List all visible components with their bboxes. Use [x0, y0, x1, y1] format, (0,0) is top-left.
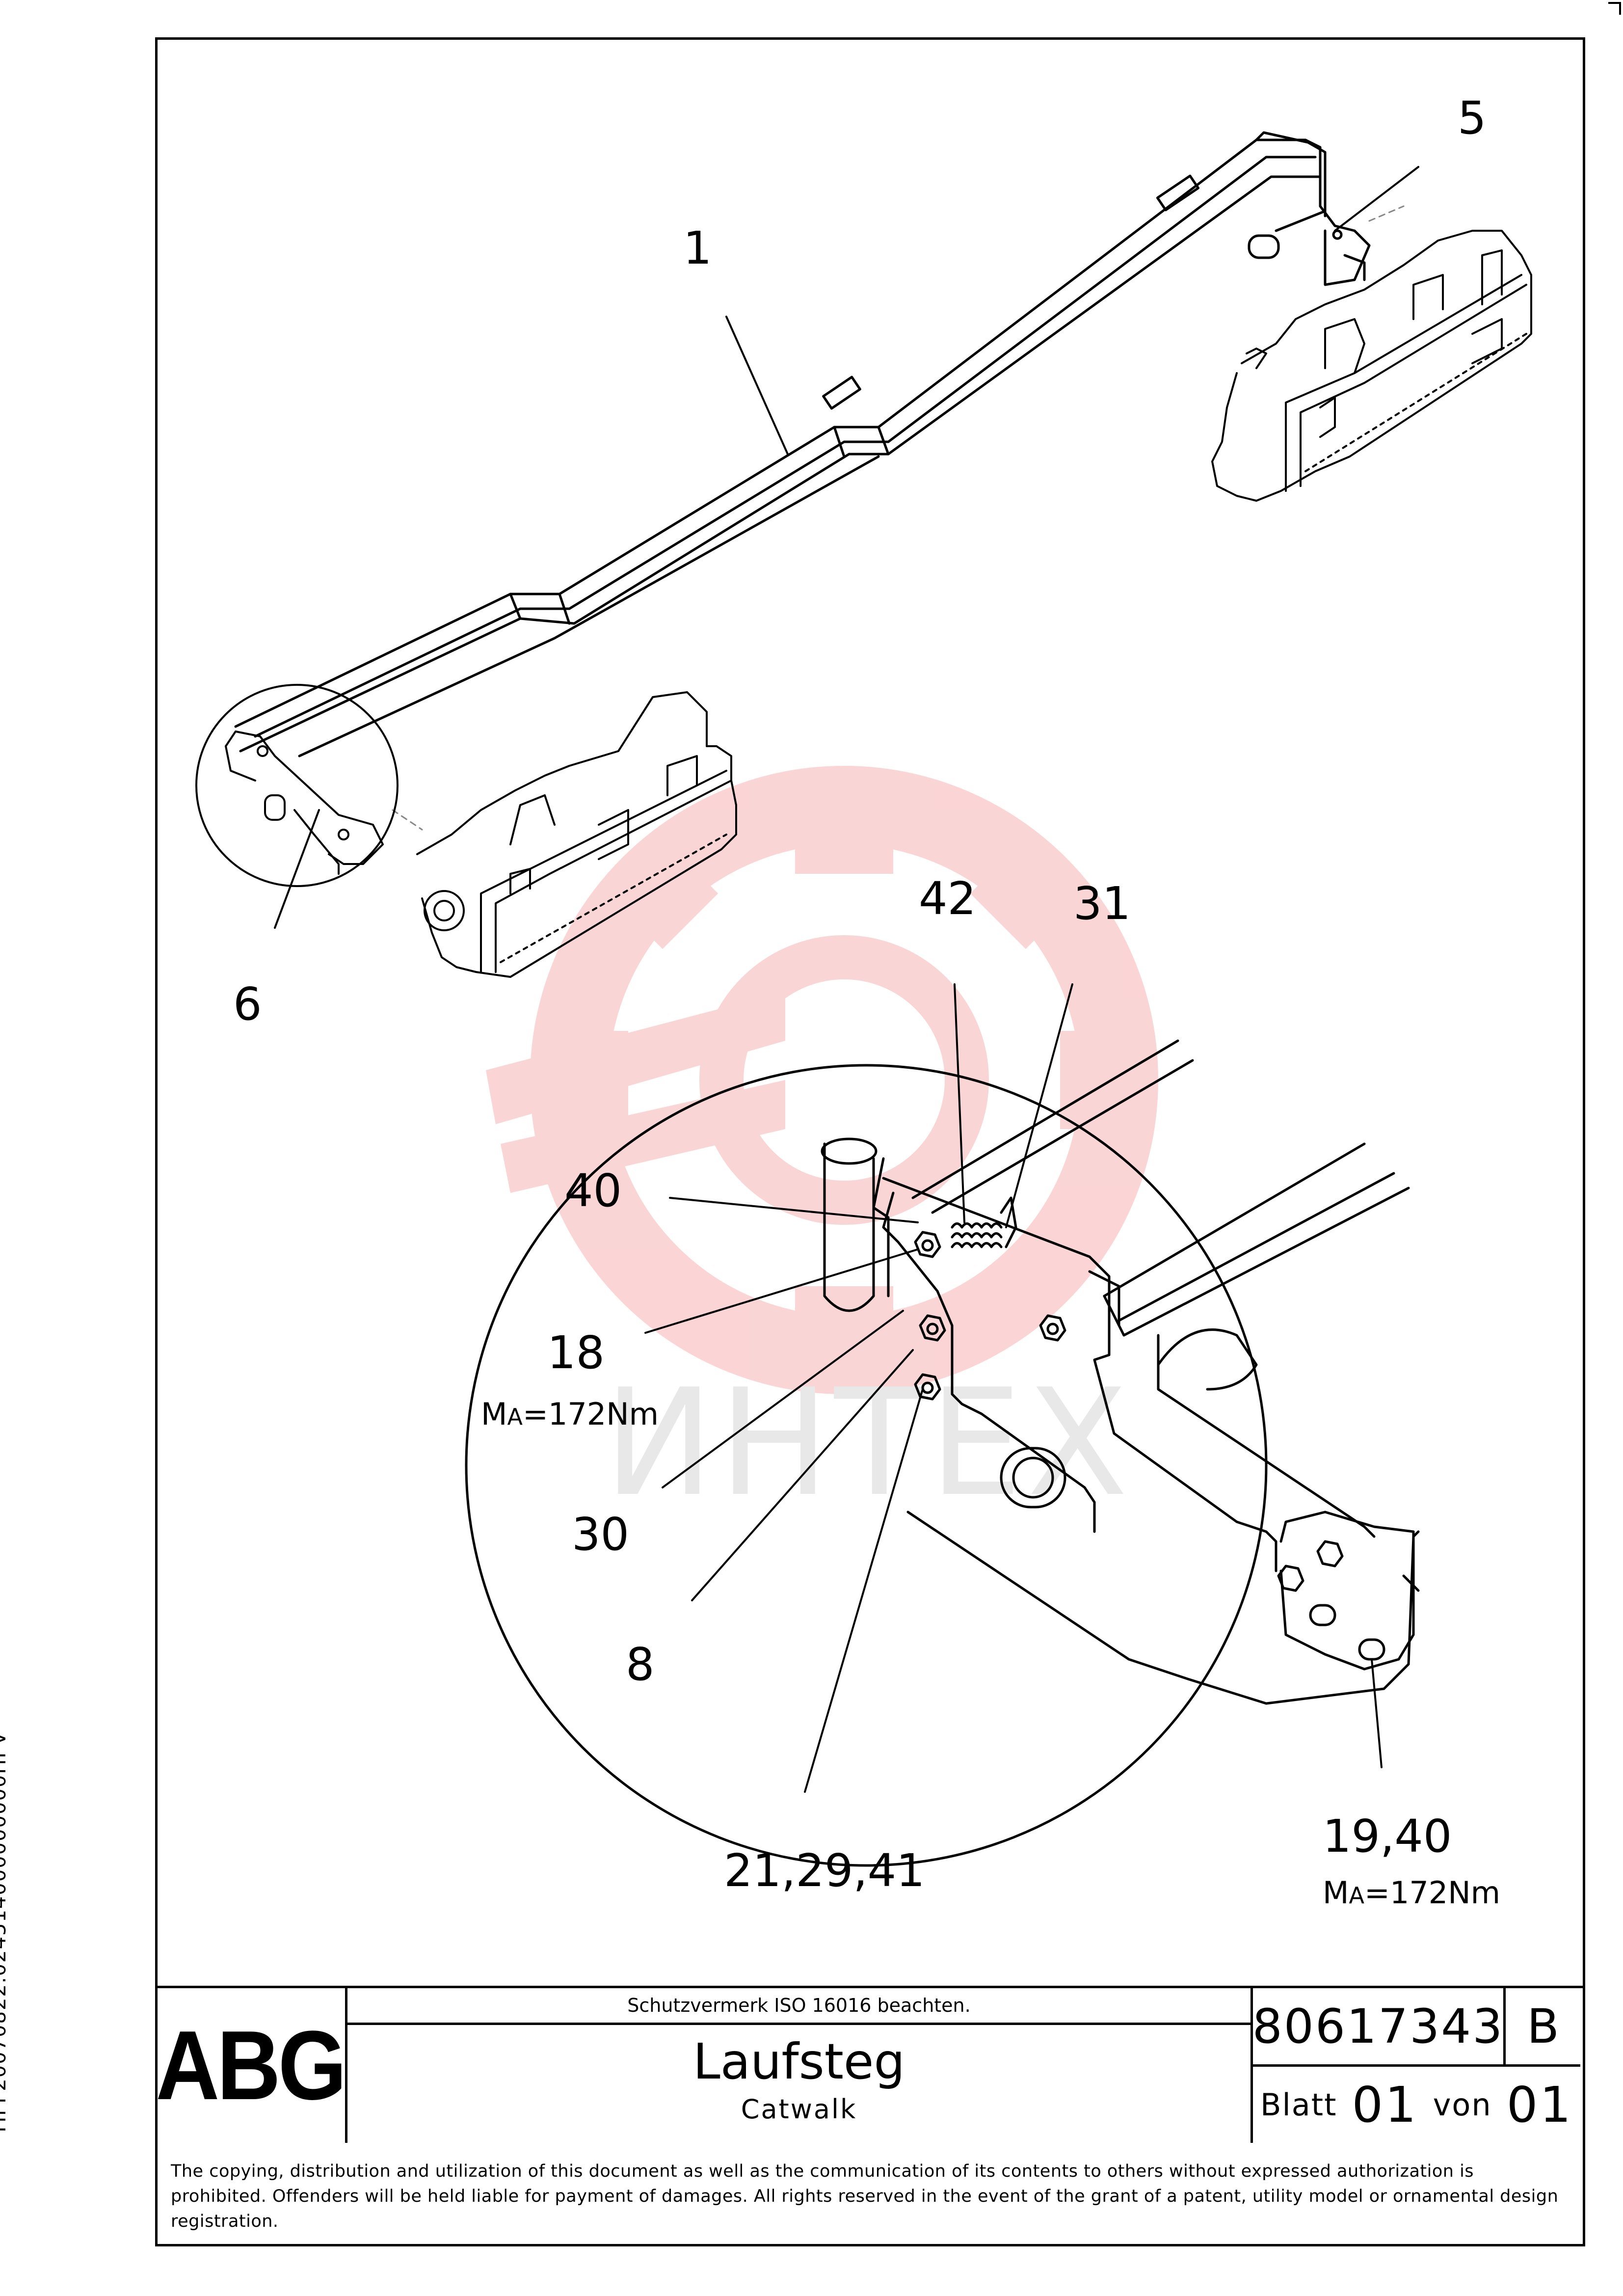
sheet-label: Blatt — [1260, 2087, 1337, 2123]
of-label: von — [1433, 2087, 1492, 2123]
torque-spec-19-40: MA=172Nm — [1323, 1875, 1501, 1911]
title-cell: Schutzvermerk ISO 16016 beachten. Laufst… — [347, 1988, 1253, 2143]
revision-letter: B — [1527, 1999, 1559, 2054]
screed-frame-right — [1211, 230, 1532, 502]
leader-lines — [274, 166, 1419, 1793]
callout-21-29-41: 21,29,41 — [724, 1844, 925, 1897]
corner-mark — [1608, 2, 1621, 15]
sheet-number: 01 — [1352, 2076, 1418, 2134]
screed-frame-left — [416, 691, 737, 978]
copyright-notice: The copying, distribution and utilizatio… — [171, 2161, 1559, 2231]
title-english: Catwalk — [741, 2094, 857, 2125]
callout-1: 1 — [683, 222, 712, 274]
callout-30: 30 — [572, 1508, 630, 1561]
callout-40: 40 — [564, 1164, 622, 1217]
spring-icon — [951, 1196, 1017, 1248]
document-info-cell: 80617343 B Blatt 01 von 01 — [1252, 1988, 1580, 2143]
detail-circle-large — [465, 1039, 1420, 1867]
document-number-row: 80617343 B — [1252, 1988, 1580, 2067]
bolt-icon — [1039, 1314, 1066, 1342]
torque-spec-18: MA=172Nm — [481, 1396, 659, 1432]
logo-cell: ABG — [155, 1988, 347, 2143]
callout-5: 5 — [1458, 92, 1487, 144]
document-number: 80617343 — [1252, 1988, 1506, 2064]
callout-31: 31 — [1073, 877, 1131, 930]
callout-42: 42 — [919, 872, 977, 925]
callout-8: 8 — [626, 1638, 655, 1691]
bolt-icon — [919, 1314, 946, 1342]
sheet-total: 01 — [1506, 2076, 1573, 2134]
detail-circle-small — [195, 684, 399, 887]
callout-19-40: 19,40 — [1323, 1810, 1452, 1863]
watermark-text: ИНТЕХ — [604, 1357, 1133, 1529]
title-german: Laufsteg — [693, 2033, 905, 2090]
bolt-icon — [1316, 1540, 1344, 1567]
abg-logo: ABG — [156, 2010, 347, 2120]
bolt-icon — [1277, 1565, 1304, 1592]
bolt-icon — [914, 1373, 941, 1401]
callout-6: 6 — [233, 978, 262, 1030]
title-block: ABG Schutzvermerk ISO 16016 beachten. La… — [155, 1986, 1585, 2143]
callout-18: 18 — [547, 1326, 605, 1379]
catwalk-beam — [234, 131, 1371, 757]
protection-note: Schutzvermerk ISO 16016 beachten. — [347, 1988, 1251, 2025]
sheet-info-row: Blatt 01 von 01 — [1253, 2067, 1580, 2143]
drawing-frame — [155, 37, 1585, 2246]
bolt-icon — [914, 1231, 941, 1258]
